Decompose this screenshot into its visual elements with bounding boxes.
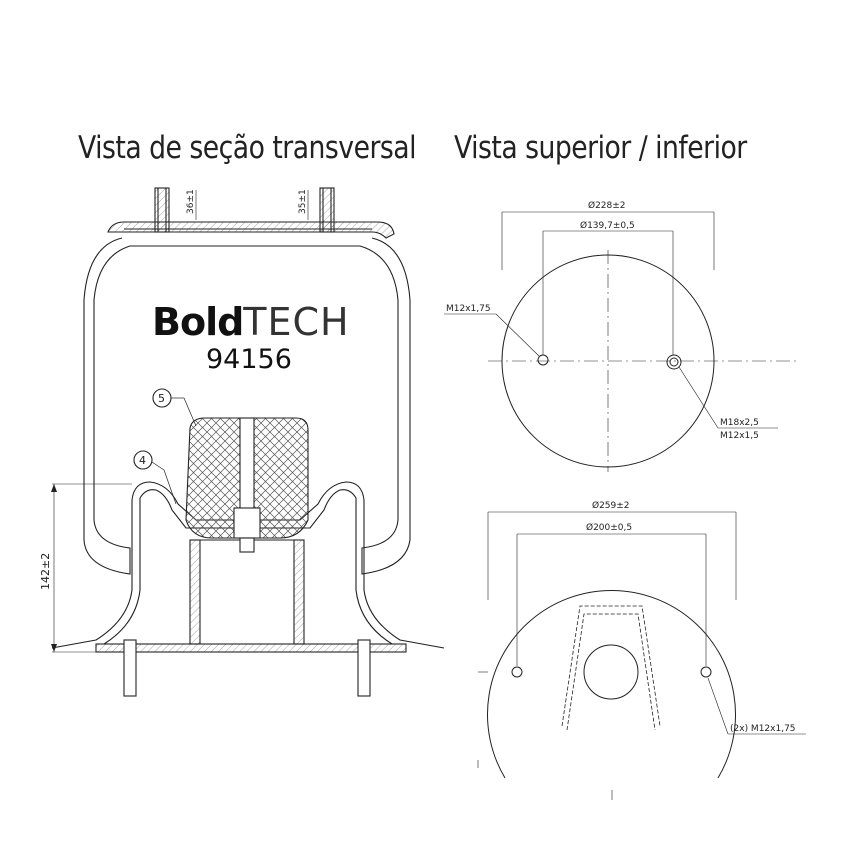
cross-section-title: Vista de seção transversal — [78, 130, 417, 166]
top-bottom-view-title: Vista superior / inferior — [454, 130, 747, 166]
bottom-thread-label: (2x) M12x1,75 — [730, 724, 796, 734]
bottom-view — [477, 511, 806, 800]
bottom-hole-left — [511, 666, 523, 678]
callout-5-label: 5 — [158, 392, 165, 405]
top-thread-right-2-label: M12x1,5 — [720, 431, 759, 441]
cross-section-view — [51, 187, 445, 697]
bottom-stud-left — [123, 639, 137, 697]
brand-logo-light: TECH — [243, 300, 350, 344]
top-outer-dia-label: Ø228±2 — [588, 200, 626, 211]
bellows-membrane — [83, 237, 411, 575]
bottom-center-hole — [583, 644, 639, 700]
stud-height-left-label: 36±1 — [186, 189, 196, 214]
top-hole-left — [537, 354, 549, 366]
callout-4-label: 4 — [139, 454, 146, 467]
bottom-stud-right — [357, 639, 371, 697]
top-view — [444, 211, 796, 472]
model-number: 94156 — [206, 344, 292, 375]
bottom-bolt-circle-label: Ø200±0,5 — [586, 522, 632, 533]
callout-4-circle — [133, 450, 153, 470]
top-thread-left-label: M12x1,75 — [446, 304, 491, 314]
brand-logo-bold: Bold — [152, 300, 244, 344]
top-thread-right-1-label: M18x2,5 — [720, 418, 759, 428]
top-plate — [107, 221, 395, 239]
height-label: 142±2 — [39, 553, 52, 590]
brand-logo: BoldTECH — [152, 300, 350, 344]
bump-stop-outline — [561, 605, 661, 731]
bottom-hole-right — [700, 666, 712, 678]
stud-height-right-label: 35±1 — [298, 189, 308, 214]
base-plate — [95, 643, 407, 653]
bottom-plate-outline — [487, 590, 736, 779]
top-bolt-circle-label: Ø139,7±0,5 — [580, 220, 635, 231]
top-hole-right — [666, 354, 682, 370]
bottom-outer-dia-label: Ø259±2 — [592, 500, 630, 511]
